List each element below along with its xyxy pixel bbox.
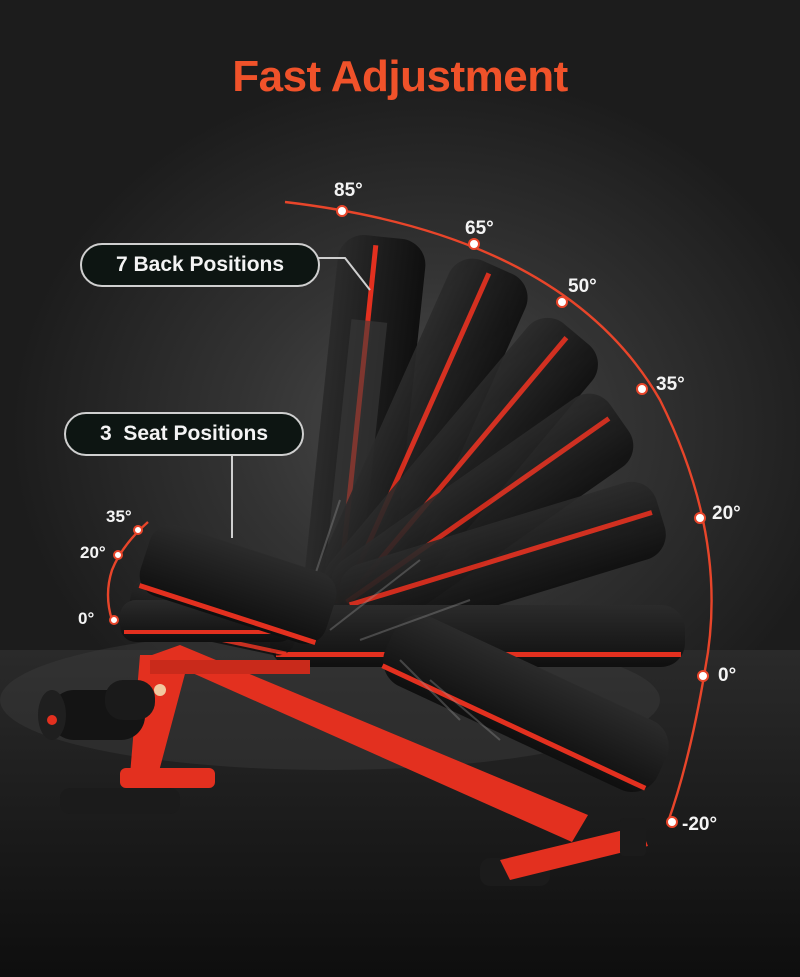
back-angle-0: 0° <box>718 665 737 686</box>
seat-angle-35: 35° <box>106 507 132 526</box>
back-angle-65: 65° <box>465 218 494 239</box>
leg-roller <box>38 680 155 740</box>
angle-dots <box>109 205 709 828</box>
seat-pad-positions <box>120 524 337 656</box>
back-angle-20: 20° <box>712 503 741 524</box>
seat-angle-20: 20° <box>80 543 106 562</box>
seat-angle-0: 0° <box>78 609 95 628</box>
back-angle-85: 85° <box>334 180 363 201</box>
back-pad-positions <box>270 235 685 793</box>
seat-angle-arc <box>106 521 149 621</box>
back-positions-label: 7 Back Positions <box>115 253 285 276</box>
callout-leaders <box>231 257 371 538</box>
seat-positions-label: 3 Seat Positions <box>99 422 269 445</box>
headline: Fast Adjustment <box>232 52 568 101</box>
back-angle-50: 50° <box>568 276 597 297</box>
bench-frame <box>130 499 588 842</box>
bench-feet <box>60 768 648 886</box>
back-angle-35: 35° <box>656 374 685 395</box>
seat-positions-callout: 3 Seat Positions <box>64 412 304 456</box>
back-angle-minus-20: -20° <box>682 814 718 835</box>
back-positions-callout: 7 Back Positions <box>80 243 320 287</box>
